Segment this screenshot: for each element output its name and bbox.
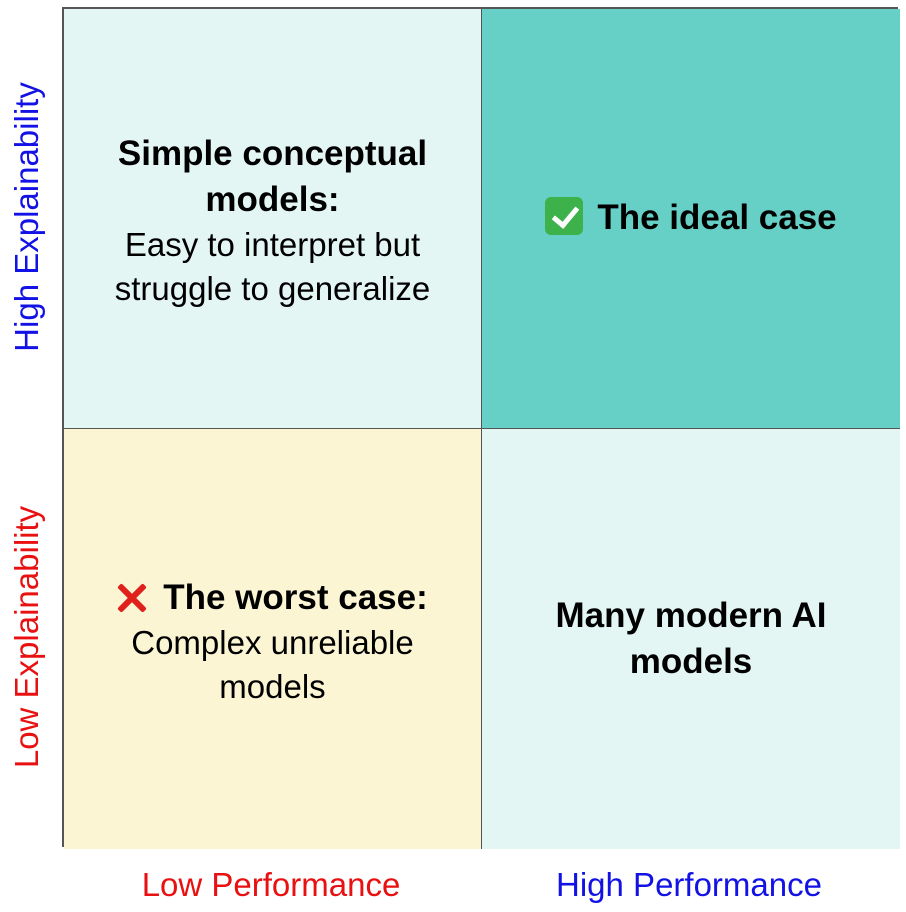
quadrant-grid: Simple conceptual models: Easy to interp…	[62, 7, 900, 849]
quadrant-top-right-content: The ideal case	[482, 195, 900, 241]
x-axis-label-low: Low Performance	[141, 866, 401, 903]
bottom-left-heading: The worst case:	[163, 578, 428, 617]
quadrant-top-right: The ideal case	[482, 9, 900, 429]
cross-mark-icon	[117, 583, 147, 613]
bottom-right-heading-line2: models	[629, 642, 753, 681]
top-left-body-line2: struggle to generalize	[114, 270, 431, 307]
bottom-left-heading-row: The worst case:	[64, 575, 481, 621]
quadrant-bottom-left: The worst case: Complex unreliable model…	[64, 429, 482, 849]
bottom-right-heading-line1: Many modern AI	[555, 596, 827, 635]
x-axis-label-high: High Performance	[556, 866, 822, 903]
y-axis-label-low: Low Explainability	[8, 505, 45, 769]
quadrant-top-left: Simple conceptual models: Easy to interp…	[64, 9, 482, 429]
quadrant-top-left-content: Simple conceptual models: Easy to interp…	[64, 131, 481, 311]
top-right-heading: The ideal case	[597, 198, 837, 237]
quadrant-bottom-right: Many modern AI models	[482, 429, 900, 849]
quadrant-bottom-left-content: The worst case: Complex unreliable model…	[64, 575, 481, 709]
top-left-body-line1: Easy to interpret but	[124, 226, 421, 263]
y-axis-label-high: High Explainability	[8, 82, 45, 352]
top-left-heading-line1: Simple conceptual	[117, 134, 428, 173]
bottom-left-body-line1: Complex unreliable	[131, 624, 414, 661]
quadrant-bottom-right-content: Many modern AI models	[482, 593, 900, 685]
top-right-heading-row: The ideal case	[482, 195, 900, 241]
top-left-heading-line2: models:	[205, 180, 340, 219]
check-mark-icon	[545, 197, 584, 235]
bottom-left-body-line2: models	[219, 668, 326, 705]
